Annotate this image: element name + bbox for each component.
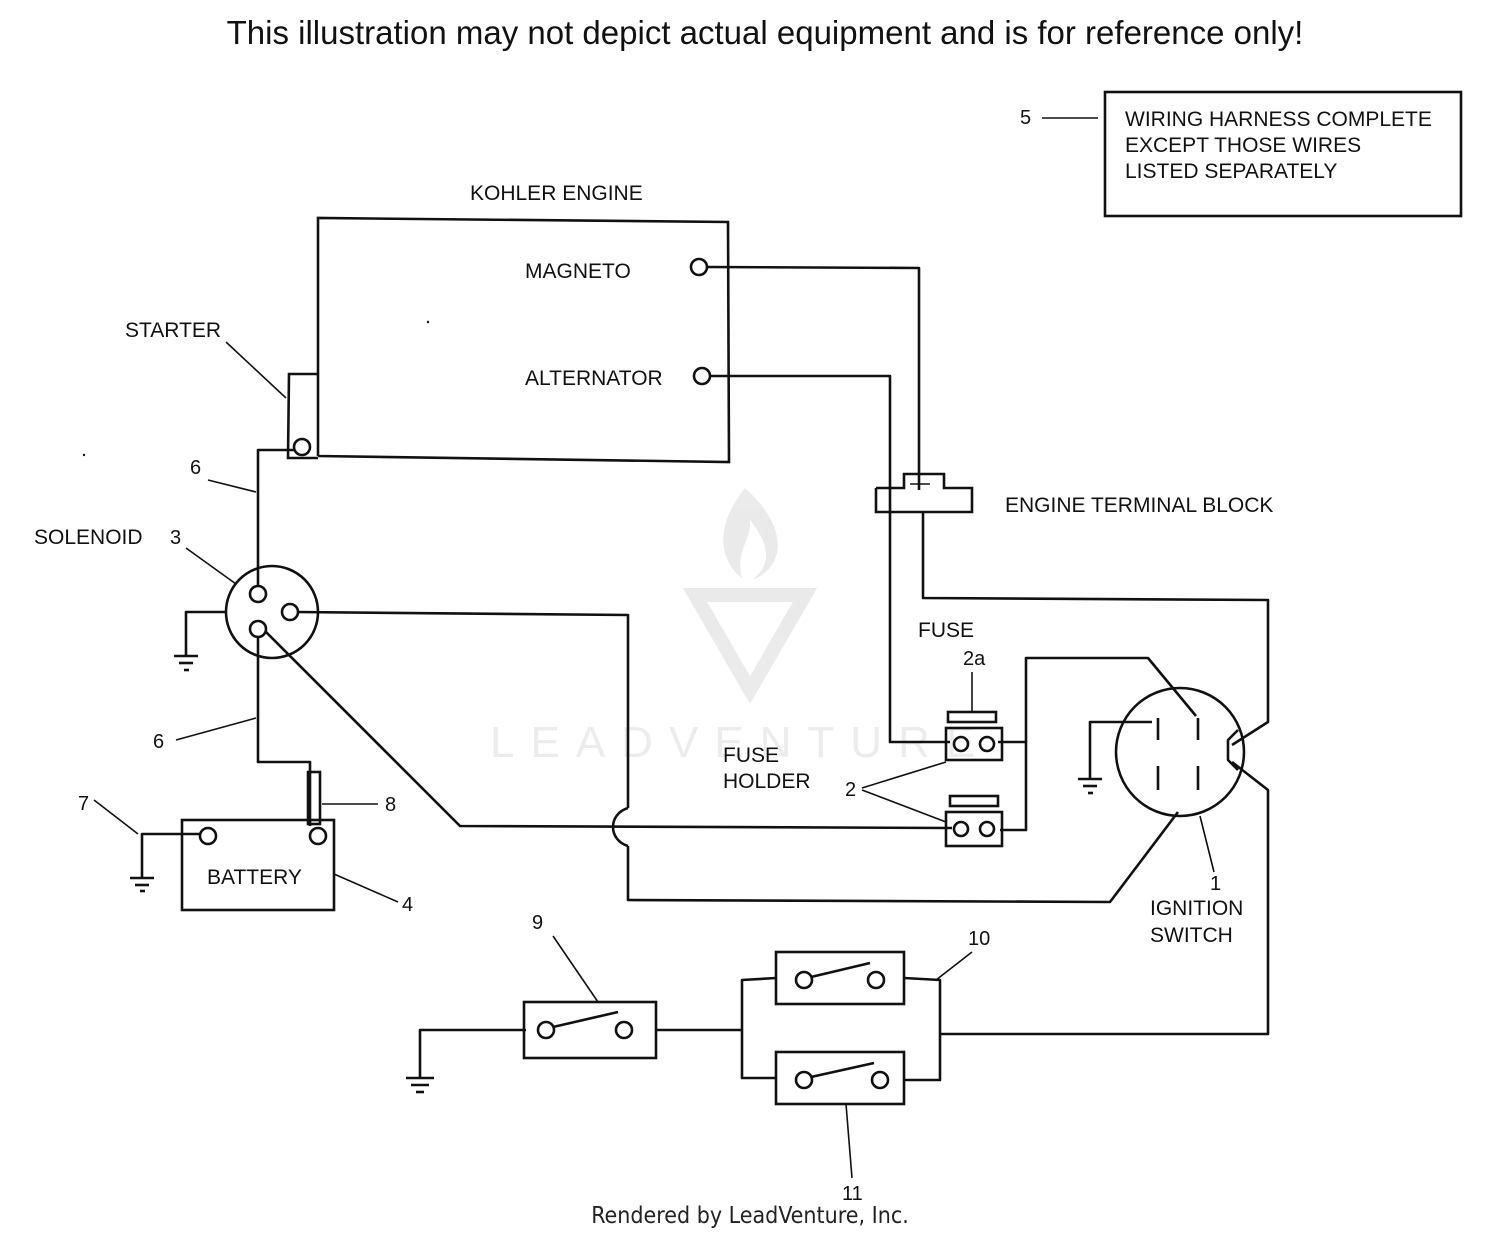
kohler-engine: KOHLER ENGINE MAGNETO ALTERNATOR [316,182,731,464]
alternator-label: ALTERNATOR [525,367,663,390]
note-box: WIRING HARNESS COMPLETE EXCEPT THOSE WIR… [1042,90,1463,218]
fuse-holder-label-line1: FUSE [723,744,779,767]
callouts: 5 6 3 6 7 8 4 2a 2 1 9 10 11 [78,107,1221,1205]
solenoid-label: SOLENOID [34,526,143,549]
callout-6-bottom: 6 [153,731,164,753]
fuse-holder-top [944,710,1004,762]
ignition-switch: IGNITION SWITCH [1114,686,1246,947]
callout-8: 8 [385,794,396,816]
starter-label: STARTER [125,319,221,342]
callout-2: 2 [845,779,856,801]
callout-1: 1 [1210,873,1221,895]
callout-7: 7 [78,793,89,815]
battery: BATTERY [180,770,336,912]
ground-icon [174,654,198,672]
ignition-switch-label-line1: IGNITION [1150,897,1243,920]
note-line2: EXCEPT THOSE WIRES [1125,134,1361,157]
magneto-terminal [689,257,709,277]
ground-icon [406,1076,434,1094]
note-line1: WIRING HARNESS COMPLETE [1125,108,1432,131]
solenoid: SOLENOID [34,526,320,660]
switch-9 [522,1000,658,1060]
battery-label: BATTERY [207,866,302,889]
starter: STARTER [125,319,318,460]
footer-credit: Rendered by LeadVenture, Inc. [591,1203,909,1229]
switch-10 [774,950,906,1006]
fuse-holder-label-line2: HOLDER [723,770,811,793]
engine-terminal-block-label: ENGINE TERMINAL BLOCK [1005,494,1273,517]
callout-2a: 2a [963,648,986,670]
fuse-holder-bottom [944,794,1004,848]
switch-11 [774,1050,906,1106]
callout-5: 5 [1020,107,1031,129]
alternator-terminal [692,366,712,386]
wires [140,265,1270,1082]
ignition-switch-label-line2: SWITCH [1150,924,1233,947]
callout-6-top: 6 [190,457,201,479]
callout-4: 4 [402,894,413,916]
callout-11: 11 [842,1183,863,1205]
starter-terminal [292,437,312,457]
ground-icon [1078,777,1102,795]
callout-10: 10 [968,928,990,950]
callout-3: 3 [170,527,181,549]
note-line3: LISTED SEPARATELY [1125,160,1337,183]
disclaimer-text: This illustration may not depict actual … [226,14,1304,51]
ground-symbols [130,654,1102,1094]
magneto-label: MAGNETO [525,260,631,283]
engine-terminal-block: ENGINE TERMINAL BLOCK [874,472,1273,517]
ground-icon [130,876,154,893]
kohler-engine-label: KOHLER ENGINE [470,182,643,205]
callout-9: 9 [532,912,543,934]
watermark-logo [682,488,818,704]
fuse-label: FUSE [918,619,974,642]
